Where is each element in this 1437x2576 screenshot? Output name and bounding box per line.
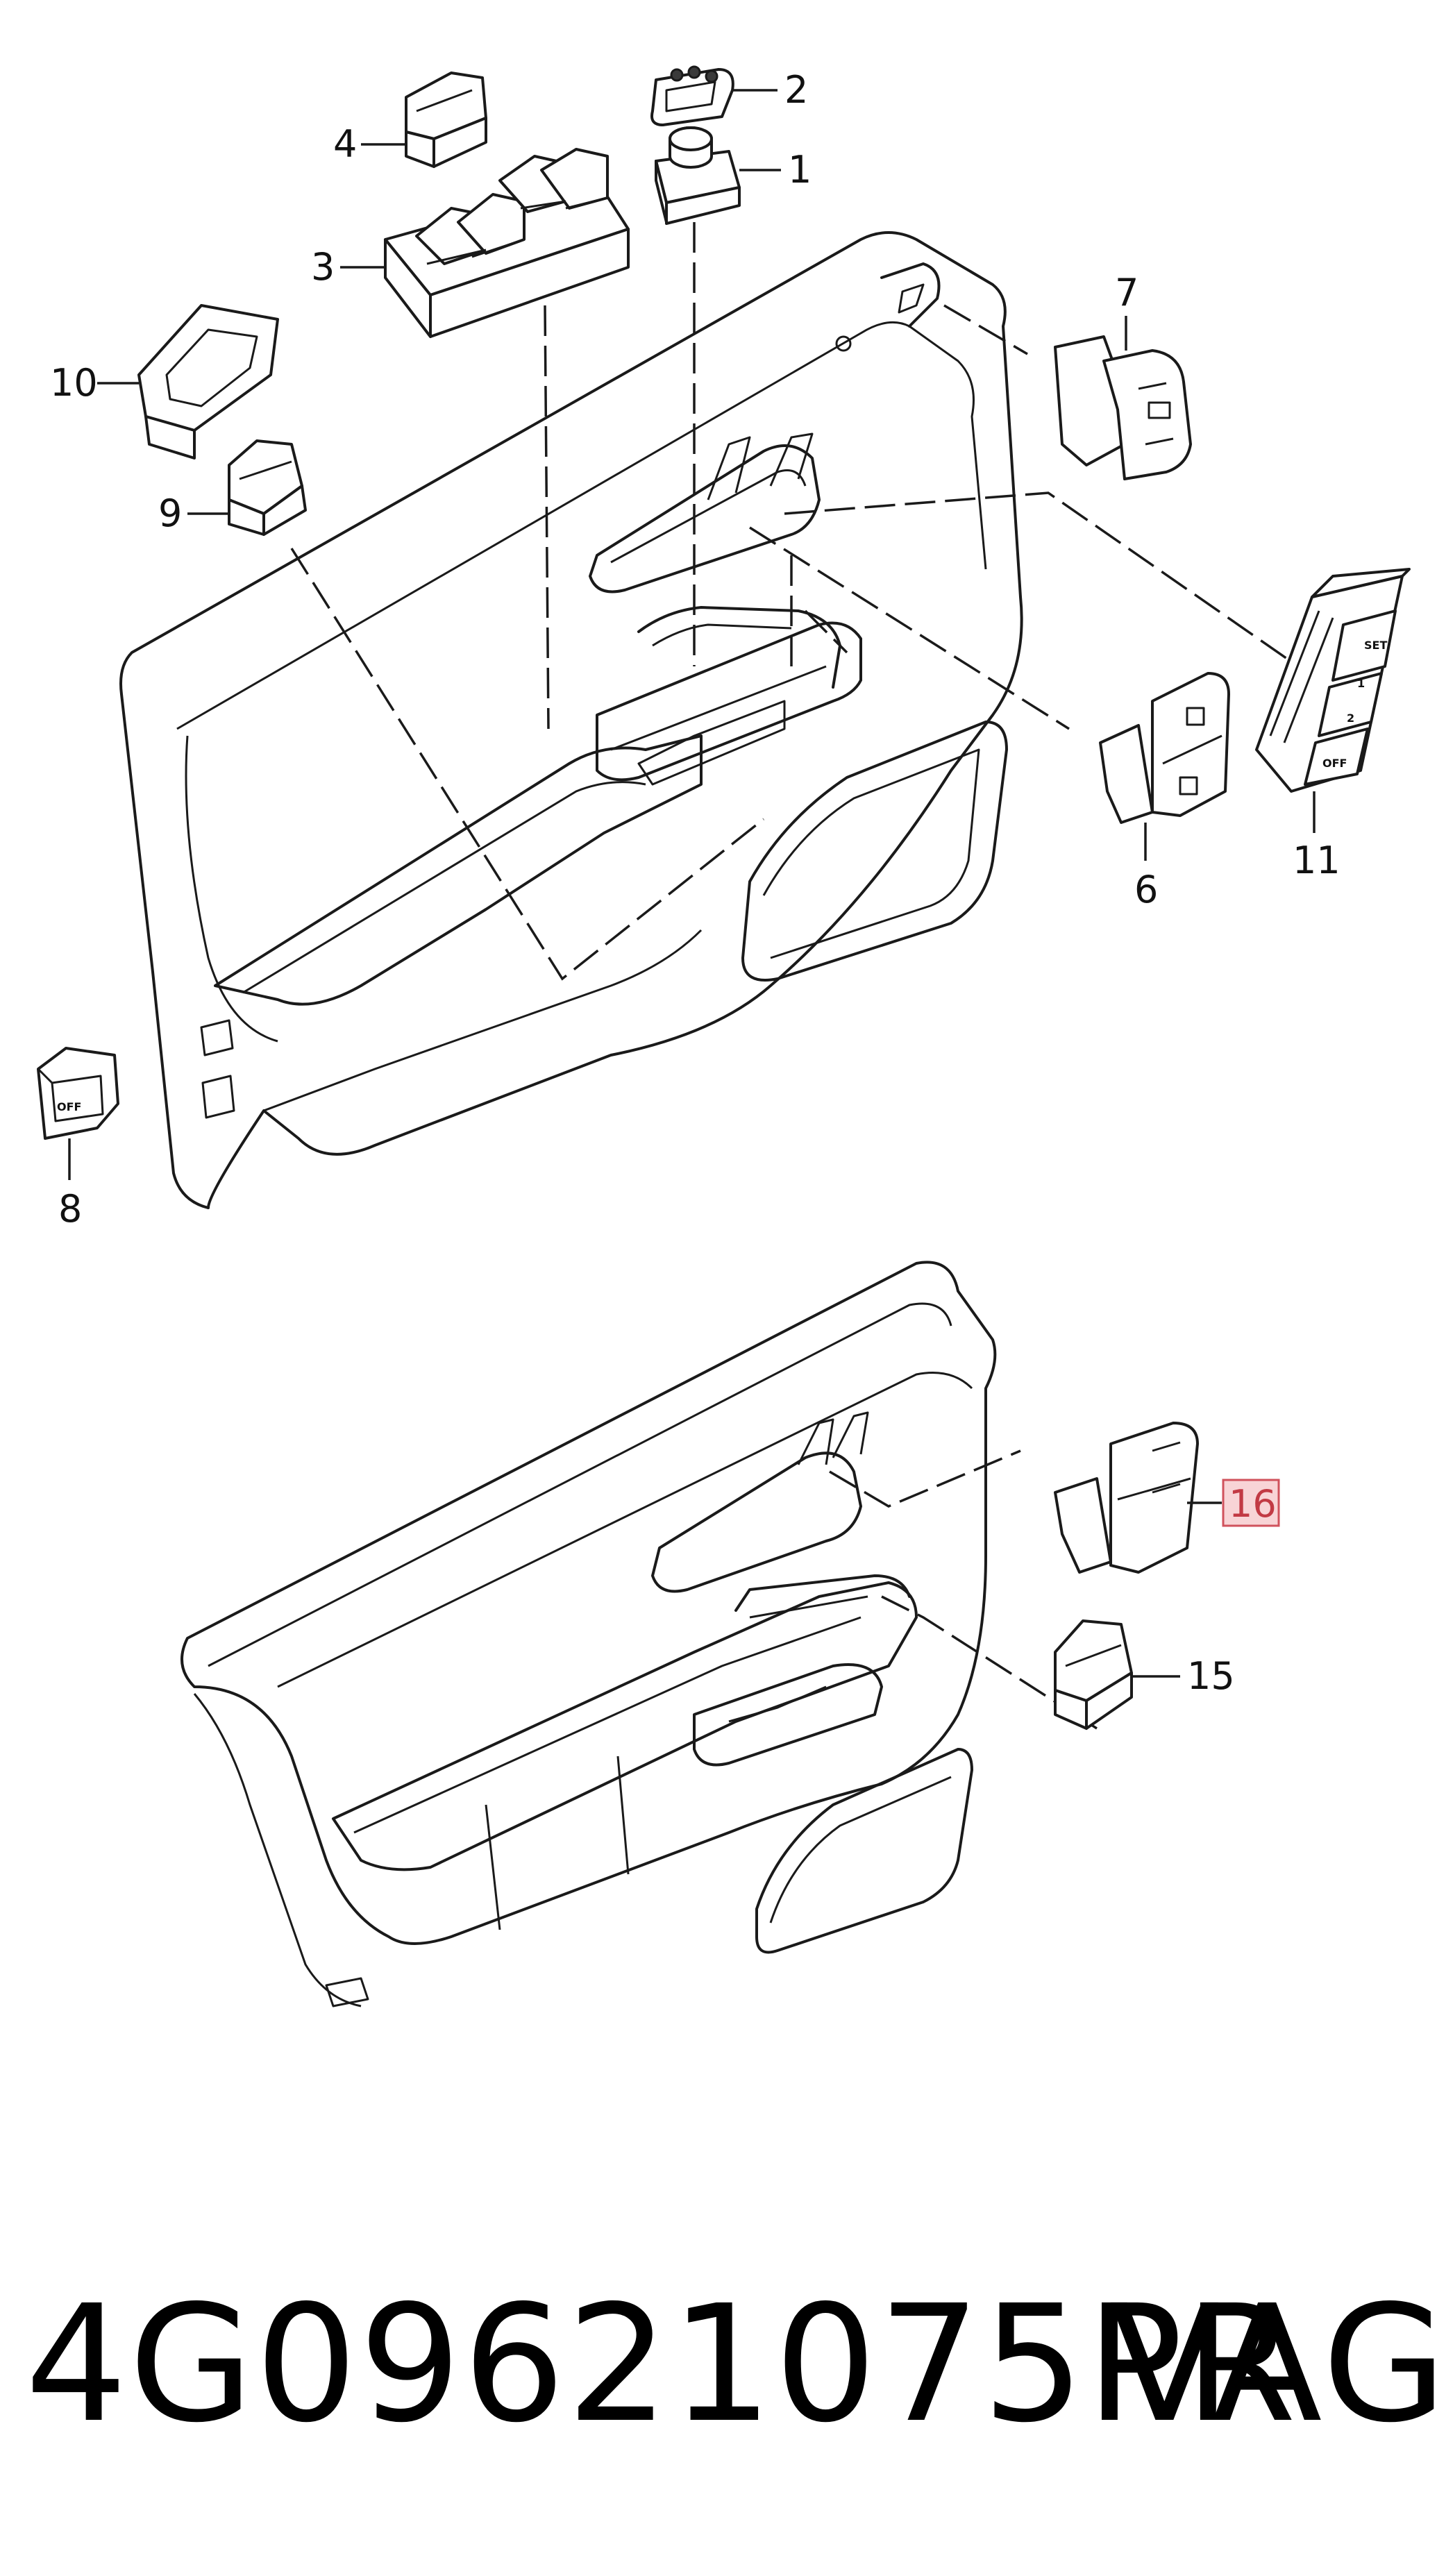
part-9-window-switch[interactable]	[228, 439, 307, 536]
part-7-switch[interactable]	[1054, 335, 1192, 480]
callout-15: 15	[1187, 1654, 1235, 1698]
callout-16: 16	[1229, 1482, 1277, 1526]
one-label: 1	[1357, 677, 1365, 690]
part-16-switch[interactable]	[1054, 1422, 1199, 1574]
part-11-cruise-switch[interactable]: SET 1 2 OFF	[1255, 568, 1411, 793]
part-2-cover-plate[interactable]	[650, 65, 734, 126]
part-10-switch-frame[interactable]	[137, 304, 279, 460]
part-8-switch[interactable]: OFF	[37, 1047, 119, 1140]
callout-16-highlight-box	[1222, 1479, 1280, 1527]
part-15-window-switch[interactable]	[1054, 1619, 1133, 1730]
part-number: 4G09621075PR	[25, 2271, 1298, 2458]
callouts: 1 2 3 4 6 7 8 9 10 11 15 16	[50, 68, 1341, 1698]
front-door-panel	[119, 231, 1023, 1209]
part-4-window-switch[interactable]	[405, 71, 487, 168]
two-label: 2	[1347, 712, 1354, 725]
callout-9: 9	[158, 491, 182, 535]
callout-3: 3	[311, 245, 335, 289]
callout-7: 7	[1115, 271, 1138, 314]
off-small-label: OFF	[57, 1100, 81, 1113]
callout-6: 6	[1134, 868, 1158, 911]
off-label: OFF	[1322, 757, 1347, 770]
part-6-switch[interactable]	[1099, 672, 1230, 824]
callout-1: 1	[788, 148, 812, 192]
brand-name: VAG	[1109, 2271, 1437, 2458]
set-label: SET	[1364, 639, 1387, 652]
callout-11: 11	[1293, 839, 1341, 882]
callout-10: 10	[50, 361, 98, 405]
part-3-window-switch-bank[interactable]	[384, 148, 630, 338]
rear-door-panel	[180, 1261, 997, 2007]
callout-4: 4	[333, 122, 357, 166]
callout-8: 8	[58, 1187, 82, 1231]
leader-lines	[290, 222, 1299, 1730]
part-1-mirror-switch[interactable]	[655, 126, 741, 225]
callout-2: 2	[784, 68, 808, 112]
